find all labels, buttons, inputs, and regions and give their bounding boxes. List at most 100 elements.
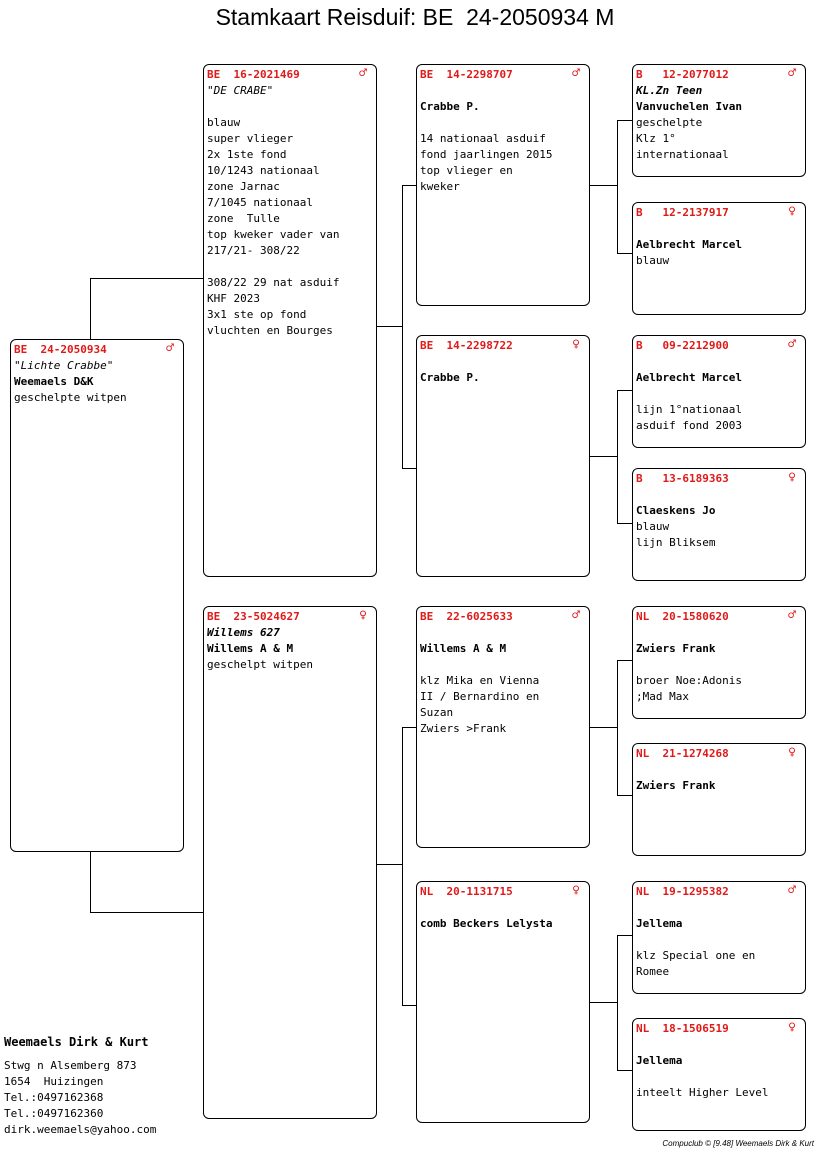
connector-line [90,852,91,912]
card-line: Jellema [636,1054,683,1067]
card-line: 10/1243 nationaal [207,164,320,177]
connector-line [617,935,618,1070]
card-line [636,625,802,641]
connector-line [617,935,632,936]
owner-block: Weemaels Dirk & Kurt Stwg n Alsemberg 87… [4,1034,156,1138]
page-title: Stamkaart Reisduif: BE 24-2050934 M [215,4,615,30]
card-line: geschelpte [636,116,703,129]
card-line: Jellema [636,917,683,930]
card-header: BE 14-2298722 ♀ [420,337,586,354]
card-line: Vanvuchelen Ivan [636,100,742,113]
card-line: Suzan [420,706,454,719]
card-line: kweker [420,180,460,193]
pedigree-card-subject: BE 24-2050934♂"Lichte Crabbe"Weemaels D&… [10,339,184,852]
connector-line [402,727,403,1005]
connector-line [617,253,632,254]
card-line: Zwiers Frank [636,779,716,792]
card-line: fond jaarlingen 2015 [420,148,553,161]
female-symbol-icon: ♀ [788,745,796,760]
card-line [636,221,802,237]
card-line [636,1069,802,1085]
pedigree-card-mfm: NL 21-1274268♀Zwiers Frank [632,743,806,856]
card-line: geschelpt witpen [207,658,313,671]
connector-line [402,727,416,728]
card-line: Zwiers Frank [636,642,716,655]
card-line: inteelt Higher Level [636,1086,769,1099]
pedigree-card-fm: BE 14-2298722 ♀ Crabbe P. [416,335,590,577]
card-line: Romee [636,965,670,978]
card-line [420,900,586,916]
card-line: Aelbrecht Marcel [636,371,742,384]
male-symbol-icon: ♂ [788,608,796,623]
connector-line [617,390,618,523]
card-line: internationaal [636,148,729,161]
card-line: Crabbe P. [420,100,480,113]
card-line: Zwiers >Frank [420,722,507,735]
card-line [420,115,586,131]
owner-phone-2: Tel.:0497162360 [4,1107,104,1120]
card-line: super vlieger [207,132,294,145]
card-header: BE 14-2298707♂ [420,66,586,83]
pedigree-card-mmm: NL 18-1506519 ♀ Jellema inteelt Higher Leve… [632,1018,806,1131]
connector-line [90,278,203,279]
owner-email[interactable]: dirk.weemaels@yahoo.com [4,1123,157,1136]
ring-number: NL 19-1295382 [636,885,729,898]
ring-number: NL 18-1506519 [636,1022,729,1035]
male-symbol-icon: ♂ [788,883,796,898]
card-line [207,99,373,115]
card-line: ;Mad Max [636,690,689,703]
card-line: 308/22 29 nat asduif [207,276,340,289]
connector-line [617,120,632,121]
card-line: vluchten en Bourges [207,324,333,337]
card-line [420,83,586,99]
card-line [636,354,802,370]
card-line: lijn Bliksem [636,536,716,549]
pedigree-card-mm: NL 20-1131715♀comb Beckers Lelysta [416,881,590,1123]
connector-line [617,660,618,795]
card-header: BE 16-2021469♂ [207,66,373,83]
ring-number: BE 16-2021469 [207,68,300,81]
card-header: NL 20-1131715♀ [420,883,586,900]
card-line: 217/21- 308/22 [207,244,300,257]
card-line: broer Noe:Adonis [636,674,742,687]
card-line: II / Bernardino en [420,690,540,703]
card-line [636,762,802,778]
connector-line [90,912,203,913]
card-line: klz Mika en Vienna [420,674,540,687]
card-line [420,657,586,673]
owner-phone-1: Tel.:0497162368 [4,1091,104,1104]
connector-line [377,326,402,327]
ring-number: B 12-2077012 [636,68,729,81]
card-line [636,657,802,673]
ring-number: BE 14-2298722 [420,339,513,352]
card-header: B 09-2212900♂ [636,337,802,354]
card-line: 3x1 ste op fond [207,308,307,321]
female-symbol-icon: ♀ [572,337,580,352]
card-header: NL 19-1295382 ♂ [636,883,802,900]
card-line: Crabbe P. [420,371,480,384]
connector-line [617,660,632,661]
card-line [636,932,802,948]
card-line: KHF 2023 [207,292,260,305]
ring-number: BE 24-2050934 [14,343,107,356]
card-line [636,386,802,402]
card-line: blauw [207,116,241,129]
connector-line [590,185,617,186]
card-line: Willems A & M [207,642,294,655]
card-line: Aelbrecht Marcel [636,238,742,251]
female-symbol-icon: ♀ [788,1020,796,1035]
card-line [420,354,586,370]
owner-city: 1654 Huizingen [4,1075,104,1088]
connector-line [590,456,617,457]
ring-number: B 09-2212900 [636,339,729,352]
card-line: asduif fond 2003 [636,419,742,432]
connector-line [402,185,416,186]
male-symbol-icon: ♂ [166,341,174,356]
card-header: BE 23-5024627♀ [207,608,373,625]
card-line: 7/1045 nationaal [207,196,313,209]
